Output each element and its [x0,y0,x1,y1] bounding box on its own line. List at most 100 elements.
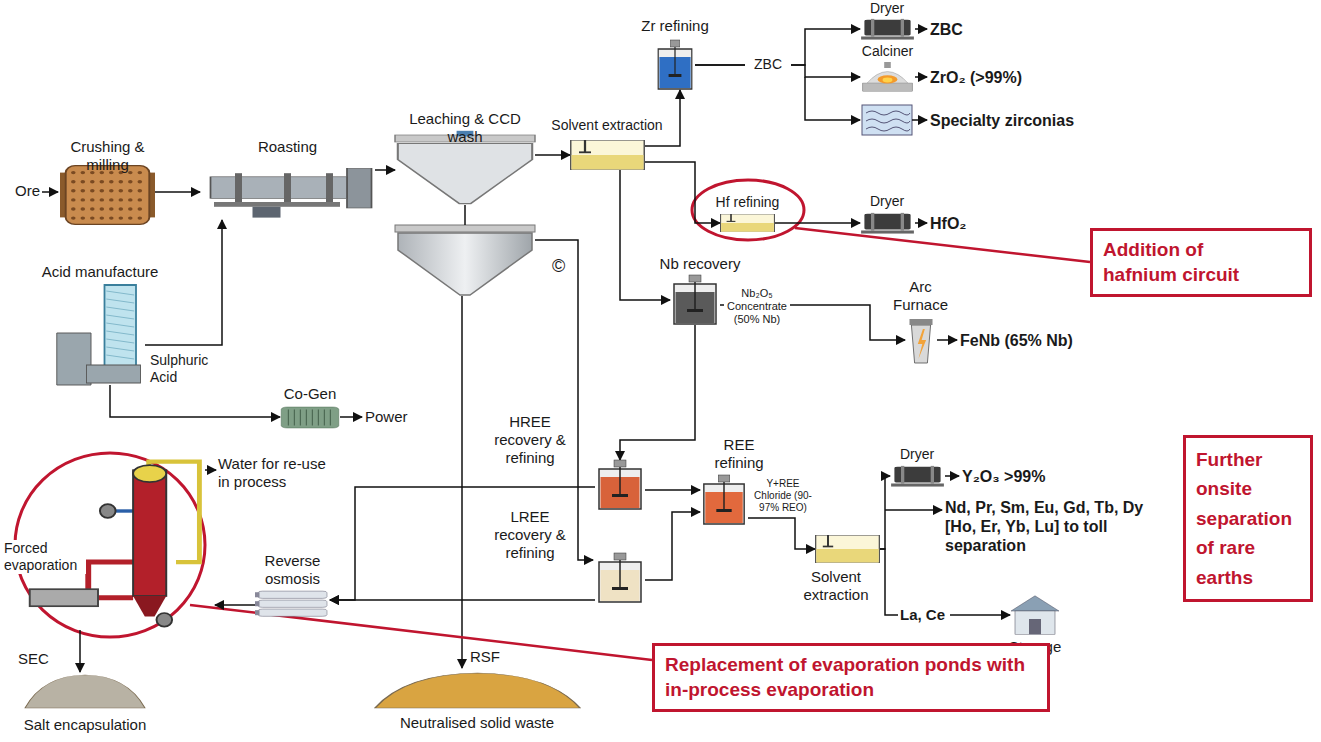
specialty-equipment [862,105,912,135]
equipment: Dryer [860,18,915,40]
flow-line [775,222,860,224]
drawing-part [90,189,95,192]
flow-line [535,154,570,156]
drawing-part [901,19,904,37]
drawing-part [106,339,134,343]
drawing-part [138,207,143,210]
drawing-part [694,282,696,311]
drawing-part [30,589,98,606]
flow-line [79,630,81,672]
product-arrow [912,119,927,121]
drawing-part [1029,619,1041,634]
callout-text: Addition of hafnium circuit [1103,238,1273,287]
drawing-part [138,216,143,219]
drawing-part [375,673,580,708]
flow-line [215,604,255,606]
drawing-part [918,329,926,359]
drawing-part [721,214,775,232]
equipment-icon [655,40,695,90]
flow-line [880,476,890,549]
flow-line [375,169,395,171]
equipment-label: Co-Gen [270,385,350,403]
drawing-part [721,223,774,232]
drawing-part [25,675,145,708]
equipment-label: RSF [470,648,510,666]
drawing-part [128,207,133,210]
equipment-icon [1010,595,1060,635]
drawing-part [326,173,333,202]
stream-label: Ore [15,182,45,200]
drawing-part [861,230,914,233]
zbc-branch [805,77,860,120]
drawing-part [138,189,143,192]
equipment-icon [815,535,880,563]
equipment: Reverse osmosis [255,590,330,618]
drawing-part [255,601,260,606]
equipment: Leaching & CCD wash [395,135,535,205]
drawing-part [128,216,133,219]
equipment-icon [905,315,937,365]
drawing-part [866,111,910,131]
equipment: Acid manufacture [55,285,145,385]
drawing-part [81,189,86,192]
drawing-part [100,198,105,201]
thickener-rail [395,225,535,232]
drawing-part [398,143,532,203]
drawing-part [119,189,124,192]
flow-line [145,220,222,345]
drawing-part [128,180,133,183]
drawing-part [109,198,114,201]
drawing-part [119,198,124,201]
drawing-part [133,465,166,482]
drawing-part [90,216,95,219]
drawing-part [109,189,114,192]
drawing-part [891,483,944,486]
drawing-part [81,216,86,219]
drawing-part [71,180,76,183]
equipment: Nb recovery [670,275,720,325]
drawing-part [1015,611,1055,634]
drawing-part [816,549,878,562]
drawing-part [106,347,134,351]
drawing-part [106,307,134,311]
callout-text: Replacement of evaporation ponds with in… [665,653,1037,702]
equipment-label: LREE recovery & refining [488,508,572,562]
equipment: Solvent extraction [570,140,645,170]
equipment-icon [720,214,775,232]
drawing-part [119,207,124,210]
flow-line [645,489,700,491]
drawing-part [100,504,116,518]
drawing-part [235,173,242,202]
equipment-label: SEC [18,650,58,668]
equipment: LREE recovery & refining [595,553,645,603]
equipment-label: HREE recovery & refining [488,413,572,467]
flow-line [620,170,670,300]
drawing-part [105,285,137,367]
water-arrow [205,469,216,471]
drawing-part [619,560,621,589]
product-arrow [915,28,927,30]
drawing-part [861,36,914,39]
equipment: HREE recovery & refining [595,460,645,510]
drawing-part [300,410,301,426]
equipment-icon [255,590,330,618]
drawing-part [90,207,95,210]
equipment-icon [700,475,748,525]
product-arrow [915,76,927,78]
equipment-label: Leaching & CCD wash [390,110,540,146]
drawing-part [87,365,141,383]
drawing-part [669,74,682,77]
equipment-label: Dryer [887,446,947,463]
drawing-part [612,494,628,497]
drawing-part [90,180,95,183]
drawing-part [901,466,904,484]
flow-line [645,162,720,223]
callout-box: Further onsite separation of rare earths [1183,435,1313,602]
equipment-icon [570,140,645,170]
flow-line [748,518,815,549]
drawing-part [612,587,628,590]
equipment-label: Zr refining [630,17,720,35]
drawing-part [71,171,76,174]
